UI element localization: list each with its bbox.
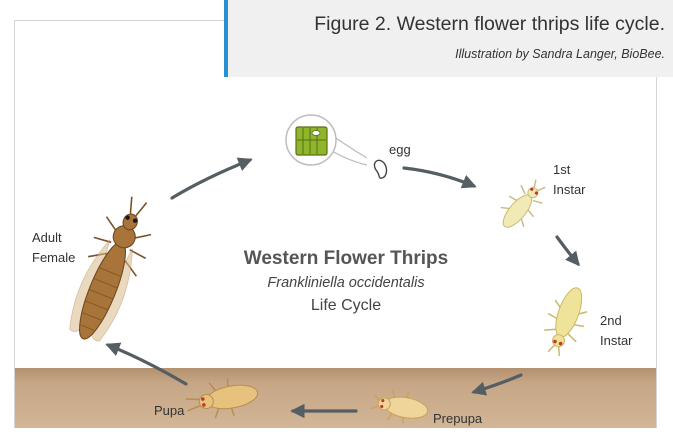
arrow-egg-to-first-instar: [404, 168, 474, 186]
label-first-instar-line1: 1st: [553, 162, 571, 177]
label-prepupa: Prepupa: [433, 411, 483, 426]
label-adult-line2: Female: [32, 250, 75, 265]
label-first-instar-line2: Instar: [553, 182, 586, 197]
label-adult-line1: Adult: [32, 230, 62, 245]
diagram-title-block: Western Flower Thrips Frankliniella occi…: [244, 248, 448, 314]
diagram-species: Frankliniella occidentalis: [267, 275, 424, 291]
adult-female-thrips: [57, 189, 165, 349]
diagram-subtitle: Life Cycle: [311, 297, 381, 314]
label-pupa: Pupa: [154, 403, 185, 418]
arrow-adult-to-egg: [172, 160, 250, 198]
soil-band: [15, 368, 656, 428]
egg-shape: [374, 160, 386, 178]
leaf-egg-illustration: [286, 115, 367, 165]
caption-title: Figure 2. Western flower thrips life cyc…: [314, 13, 665, 36]
label-egg: egg: [389, 142, 411, 157]
arrow-first-to-second-instar: [557, 237, 578, 264]
label-second-instar-line2: Instar: [600, 333, 633, 348]
label-second-instar-line1: 2nd: [600, 313, 622, 328]
diagram-title: Western Flower Thrips: [244, 248, 448, 269]
second-instar-larva: [536, 282, 596, 361]
figure-caption: Figure 2. Western flower thrips life cyc…: [224, 0, 673, 77]
caption-credit: Illustration by Sandra Langer, BioBee.: [455, 47, 665, 61]
first-instar-larva: [492, 173, 553, 236]
